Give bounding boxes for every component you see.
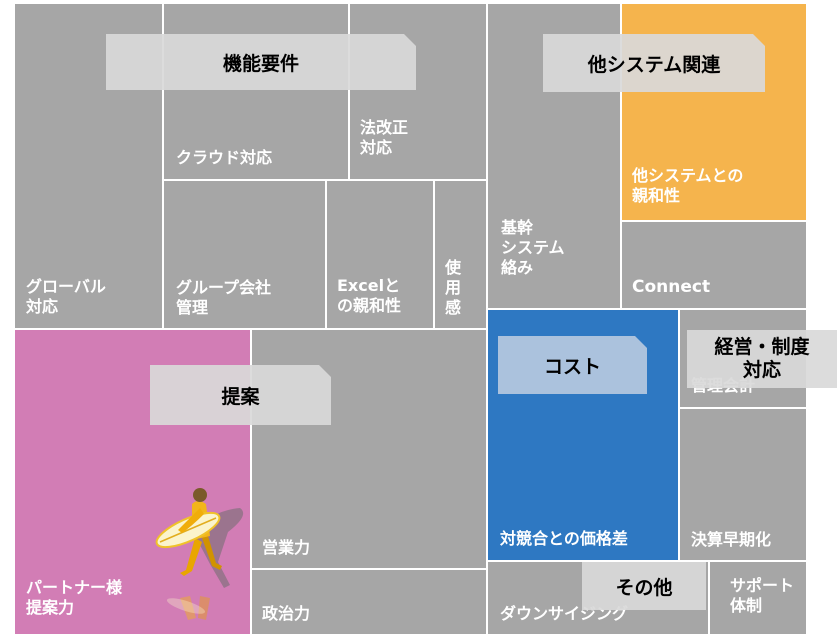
cell-other-system-label: 他システムとの 親和性: [632, 166, 744, 205]
cell-politics-label: 政治力: [262, 604, 311, 623]
cell-connect-label: Connect: [632, 277, 711, 297]
cell-early-closing-label: 決算早期化: [691, 530, 772, 549]
cell-law: 法改正 対応: [348, 2, 488, 181]
cell-connect: Connect: [620, 220, 808, 310]
category-tag-proposal: 提案: [150, 365, 331, 425]
cell-usability: 使 用 感: [433, 179, 488, 330]
cell-law-label: 法改正 対応: [360, 118, 409, 157]
cell-sales: 営業力: [250, 328, 488, 570]
cell-group-label: グループ会社 管理: [176, 278, 272, 317]
category-tag-management: 経営・制度 対応: [687, 330, 837, 388]
cell-usability-label: 使 用 感: [445, 258, 462, 317]
cell-core-system-label: 基幹 システム 絡み: [501, 218, 565, 277]
cell-price-gap-label: 対競合との価格差: [500, 529, 628, 548]
cell-politics: 政治力: [250, 568, 488, 636]
cell-cloud: クラウド対応: [162, 2, 350, 181]
cell-support-label: サポート 体制: [730, 576, 795, 615]
cell-excel: Excelと の親和性: [325, 179, 435, 330]
surfer-with-surfboard-icon: [155, 488, 244, 620]
cell-sales-label: 営業力: [262, 538, 311, 557]
cell-early-closing: 決算早期化: [678, 407, 808, 562]
category-tag-others: その他: [582, 562, 706, 610]
cell-cloud-label: クラウド対応: [176, 148, 273, 167]
category-tag-functional: 機能要件: [106, 34, 416, 90]
cell-global-label: グローバル 対応: [26, 277, 106, 316]
cell-support: サポート 体制: [708, 560, 808, 636]
category-tag-other-systems: 他システム関連: [543, 34, 765, 92]
cell-partner-label: パートナー様 提案力: [26, 578, 123, 617]
cell-group: グループ会社 管理: [162, 179, 327, 330]
category-tag-cost: コスト: [498, 336, 647, 394]
cell-excel-label: Excelと の親和性: [337, 276, 402, 315]
